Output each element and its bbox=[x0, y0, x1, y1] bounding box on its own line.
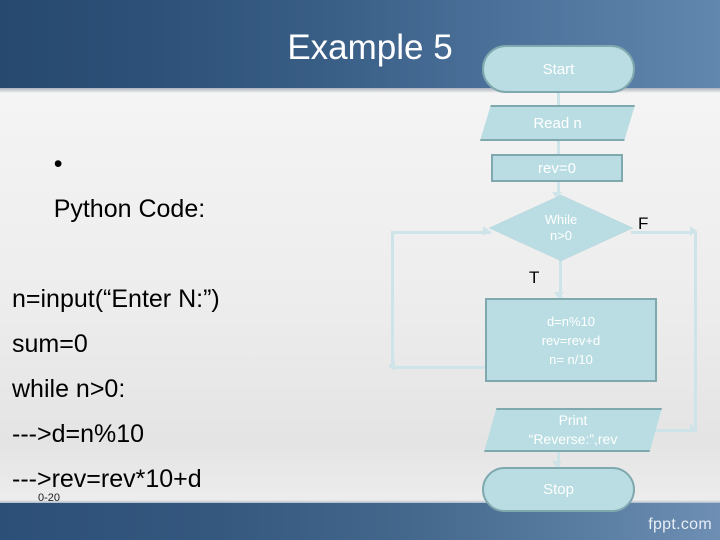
flow-node-stop[interactable]: Stop bbox=[482, 467, 635, 512]
edge-label-true: T bbox=[529, 268, 540, 287]
flow-node-print-line1: Print bbox=[558, 412, 588, 428]
flow-node-loop-body-line3: n= n/10 bbox=[549, 351, 593, 367]
arrowhead-into-stop bbox=[552, 461, 562, 468]
arrowhead-into-decision bbox=[552, 192, 562, 199]
connector-start-to-read bbox=[557, 93, 560, 109]
connector-loopback-bottom bbox=[391, 366, 487, 369]
connector-read-to-revinit bbox=[557, 141, 560, 156]
flow-node-print-line2: “Reverse:”,rev bbox=[528, 431, 618, 447]
flow-node-rev-init-label: rev=0 bbox=[538, 159, 576, 177]
footer-top-edge bbox=[0, 500, 720, 503]
connector-false-into-print bbox=[654, 429, 697, 432]
arrowhead-false-into-print bbox=[690, 424, 697, 434]
python-code-block: • Python Code: n=input(“Enter N:”) sum=0… bbox=[12, 97, 372, 540]
arrowhead-loopback-corner bbox=[388, 361, 395, 371]
code-line: n=input(“Enter N:”) bbox=[12, 285, 220, 313]
flow-node-decision-line1: While bbox=[544, 212, 578, 227]
page-title: Example 5 bbox=[287, 28, 453, 67]
connector-false-down bbox=[694, 231, 697, 431]
connector-loopback-top bbox=[391, 231, 491, 234]
header-shadow bbox=[0, 88, 720, 93]
flow-node-start[interactable]: Start bbox=[482, 45, 635, 93]
code-bullet-heading: • Python Code: bbox=[12, 97, 372, 277]
flow-node-decision-line2: n>0 bbox=[549, 228, 573, 243]
flow-node-loop-body-line1: d=n%10 bbox=[546, 313, 596, 329]
code-heading-label: Python Code: bbox=[53, 195, 206, 223]
code-line: sum=0 bbox=[12, 330, 88, 358]
fppt-watermark: fppt.com bbox=[648, 516, 712, 533]
flow-node-loop-body-line2: rev=rev+d bbox=[541, 332, 601, 348]
flow-node-decision-text: While n>0 bbox=[489, 195, 633, 261]
code-line: --->rev=rev*10+d bbox=[12, 465, 202, 493]
flow-node-read[interactable]: Read n bbox=[480, 105, 635, 141]
connector-revinit-to-decision bbox=[557, 182, 560, 198]
flow-node-read-label: Read n bbox=[533, 114, 582, 132]
edge-label-false: F bbox=[638, 214, 649, 233]
flow-node-loop-body[interactable]: d=n%10 rev=rev+d n= n/10 bbox=[485, 298, 657, 382]
flow-node-rev-init[interactable]: rev=0 bbox=[491, 154, 623, 182]
flow-node-stop-label: Stop bbox=[543, 481, 574, 498]
connector-loopback-left bbox=[391, 232, 394, 369]
bullet-glyph-icon: • bbox=[53, 150, 63, 178]
connector-print-to-stop bbox=[557, 450, 560, 470]
arrowhead-false-corner bbox=[690, 226, 697, 236]
connector-decision-true-to-body bbox=[559, 258, 562, 302]
arrowhead-loopback-into-decision bbox=[483, 226, 490, 236]
flow-node-print[interactable]: Print “Reverse:”,rev bbox=[484, 408, 662, 452]
connector-decision-false-right bbox=[631, 231, 697, 234]
code-line: while n>0: bbox=[12, 375, 126, 403]
flow-node-start-label: Start bbox=[542, 60, 575, 78]
flow-node-decision[interactable]: While n>0 bbox=[489, 195, 633, 261]
code-line: --->d=n%10 bbox=[12, 420, 145, 448]
arrowhead-into-body bbox=[554, 292, 564, 299]
